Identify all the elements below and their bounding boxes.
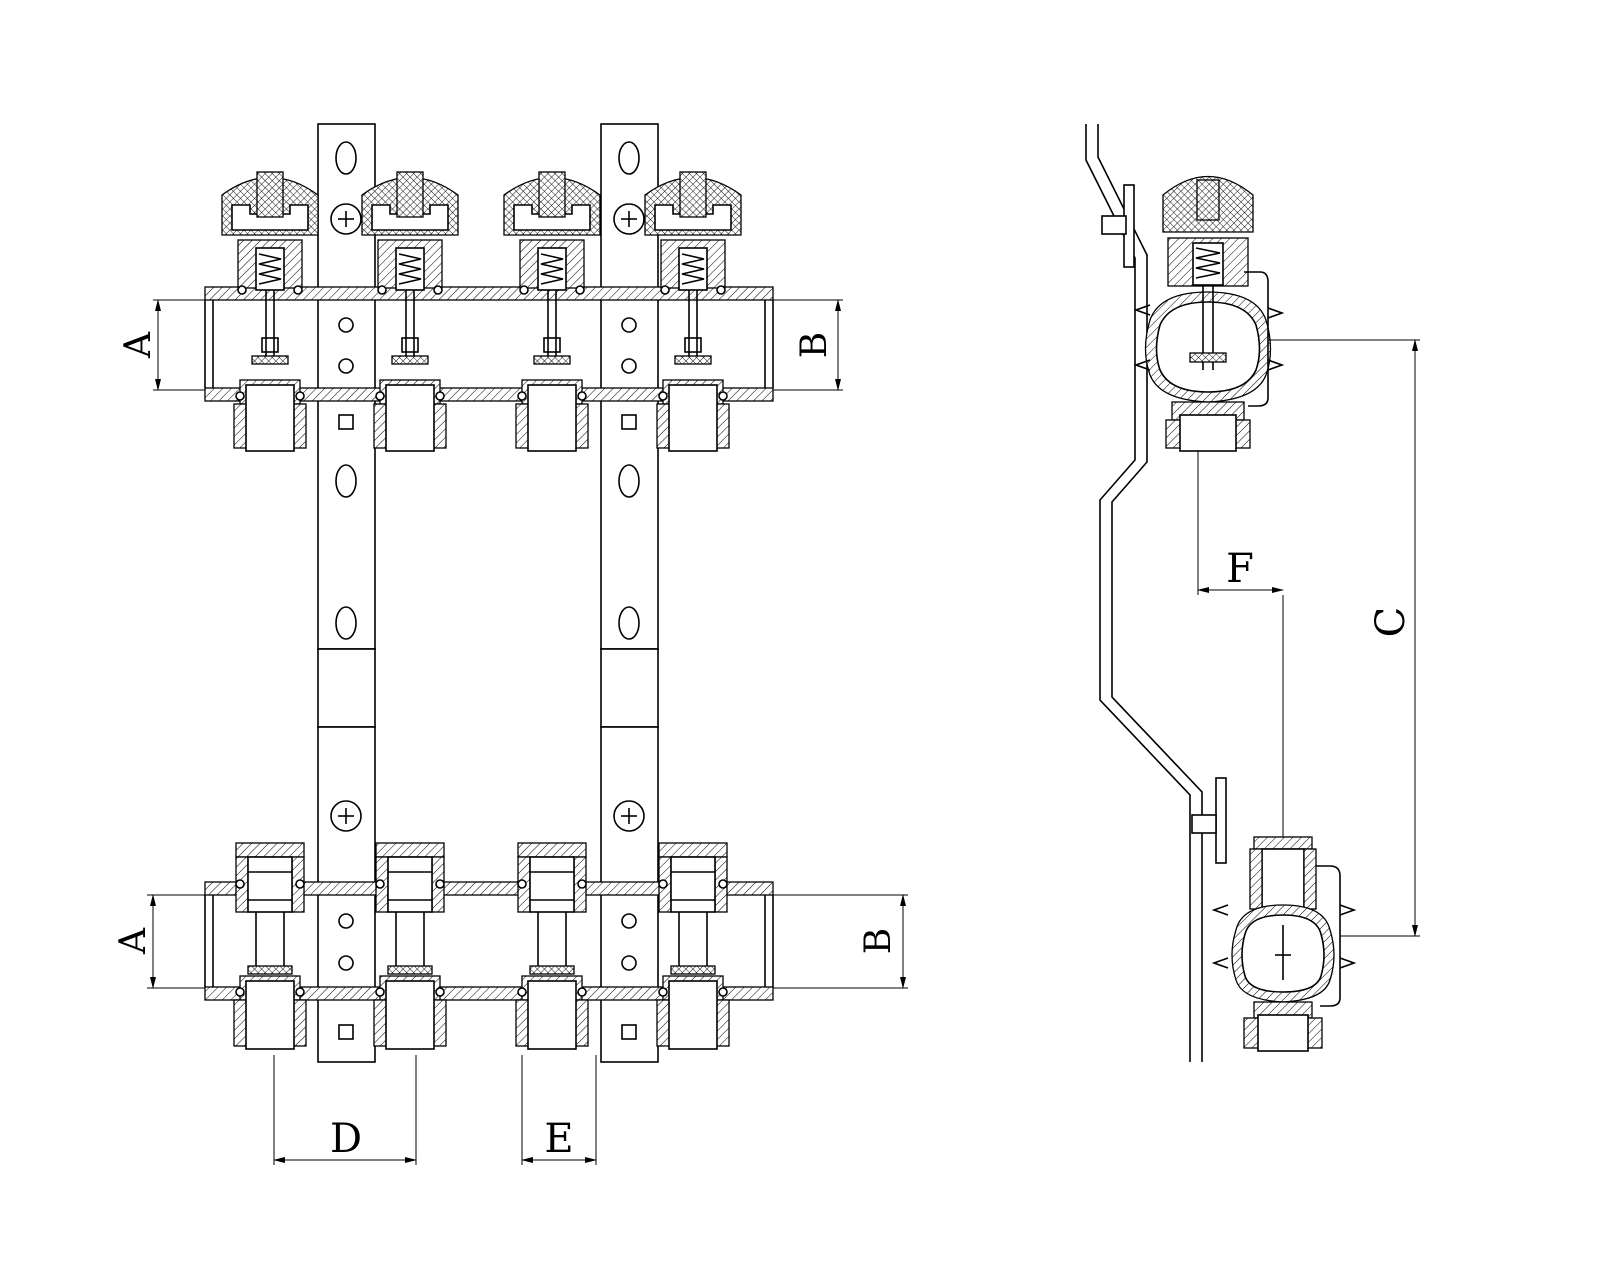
side-bracket-profile (1085, 124, 1203, 1062)
dimension-label-c: C (1368, 607, 1414, 638)
screw-icon (330, 203, 362, 235)
bottom-manifold-bar (204, 881, 774, 1001)
bottom-valve-row (233, 842, 730, 1050)
dimension-e: E (521, 1055, 597, 1165)
dimension-d: D (273, 1055, 417, 1165)
side-bottom-valve (1211, 836, 1357, 1052)
screw-icon (613, 203, 645, 235)
top-manifold-bar (204, 286, 774, 402)
dimension-a-bottom: A (113, 894, 205, 989)
screw-icon (613, 800, 645, 832)
screw-icon (330, 800, 362, 832)
top-valve-row (221, 171, 742, 452)
thermostatic-valve (644, 171, 742, 452)
flow-meter-valve (373, 842, 447, 1050)
dimension-label-d: D (330, 1116, 362, 1162)
flow-meter-valve (515, 842, 589, 1050)
dimension-f: F (1197, 451, 1284, 837)
thermostatic-valve (503, 171, 601, 452)
flow-meter-valve (656, 842, 730, 1050)
dimension-label-a: A (118, 331, 159, 359)
dimension-label-a: A (113, 927, 154, 955)
dimension-c: C (1268, 339, 1420, 937)
dimension-a-top: A (118, 299, 205, 391)
front-view: A B A B D (113, 123, 908, 1165)
dimension-label-f: F (1226, 546, 1254, 592)
dimension-b-top: B (773, 299, 843, 391)
dimension-label-b: B (858, 928, 899, 954)
mounting-bracket-right (600, 123, 659, 1063)
flow-meter-valve (233, 842, 307, 1050)
thermostatic-valve (361, 171, 459, 452)
thermostatic-valve (221, 171, 319, 452)
mounting-bracket-left (317, 123, 376, 1063)
side-top-valve (1133, 176, 1285, 452)
dimension-b-bottom: B (773, 894, 908, 989)
side-view: F C (1085, 124, 1420, 1062)
dimension-label-e: E (544, 1116, 573, 1162)
dimension-label-b: B (794, 332, 835, 358)
